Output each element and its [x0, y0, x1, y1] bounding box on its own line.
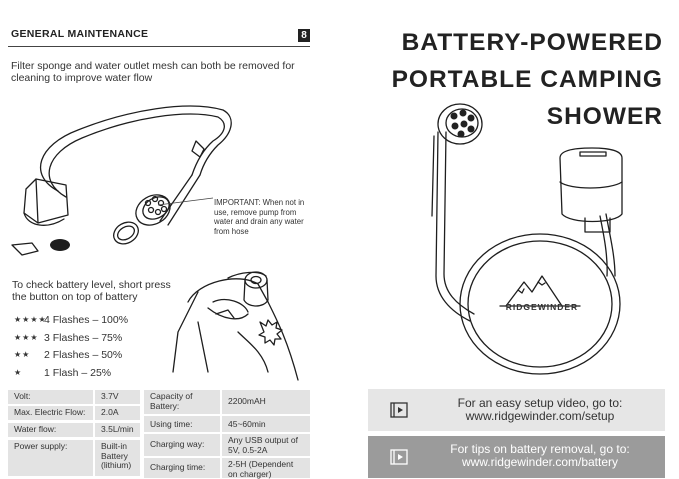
flash-stars: ★★★★	[14, 315, 47, 324]
page-number: 8	[298, 29, 310, 42]
left-page: GENERAL MAINTENANCE 8 Filter sponge and …	[0, 0, 330, 479]
section-title: GENERAL MAINTENANCE	[11, 28, 149, 40]
brand-logo-text: RIDGEWINDER	[505, 302, 579, 312]
battery-text-line1: For tips on battery removal, go to:	[450, 442, 630, 456]
spec-value: 2.0A	[95, 406, 140, 420]
flash-level-1: ★ 1 Flash – 25%	[14, 367, 111, 381]
video-play-icon	[390, 449, 408, 465]
flash-label: 4 Flashes – 100%	[44, 314, 129, 326]
flash-label: 2 Flashes – 50%	[44, 349, 123, 361]
setup-video-box: For an easy setup video, go to: www.ridg…	[368, 389, 665, 431]
spec-label: Capacity of Battery:	[144, 390, 220, 414]
setup-url[interactable]: www.ridgewinder.com/setup	[465, 409, 615, 423]
spec-label: Power supply:	[8, 440, 93, 476]
spec-label: Max. Electric Flow:	[8, 406, 93, 420]
setup-text-line1: For an easy setup video, go to:	[457, 396, 623, 410]
flash-label: 1 Flash – 25%	[44, 367, 112, 379]
battery-button-illustration	[172, 271, 299, 381]
flash-stars: ★★★	[14, 333, 39, 342]
important-note: IMPORTANT: When not in use, remove pump …	[214, 198, 305, 236]
cleaning-instructions: Filter sponge and water outlet mesh can …	[11, 60, 295, 84]
battery-url[interactable]: www.ridgewinder.com/battery	[461, 455, 619, 469]
spec-label: Volt:	[8, 390, 93, 404]
spec-value: 45~60min	[222, 416, 310, 432]
spec-label: Using time:	[144, 416, 220, 432]
spec-label: Charging time:	[144, 458, 220, 478]
specifications-table: Volt: 3.7V Max. Electric Flow: 2.0A Wate…	[8, 390, 313, 479]
flash-level-4: ★★★★4 Flashes – 100%	[14, 314, 128, 328]
section-header: GENERAL MAINTENANCE 8	[8, 26, 310, 47]
shower-product-illustration	[431, 103, 623, 375]
product-title-line3: SHOWER	[546, 103, 663, 130]
video-play-icon	[390, 402, 408, 418]
flash-stars: ★	[14, 368, 23, 377]
spec-value: 2200mAH	[222, 390, 310, 414]
flash-level-2: ★★ 2 Flashes – 50%	[14, 349, 122, 363]
product-title-line2: PORTABLE CAMPING	[391, 66, 663, 93]
battery-tips-box: For tips on battery removal, go to: www.…	[368, 436, 665, 478]
setup-video-text[interactable]: For an easy setup video, go to: www.ridg…	[420, 397, 660, 423]
spec-label: Water flow:	[8, 423, 93, 437]
flash-stars: ★★	[14, 350, 31, 359]
right-page: BATTERY-POWERED PORTABLE CAMPING SHOWER	[330, 0, 679, 479]
spec-value: 3.5L/min	[95, 423, 140, 437]
spec-value: 3.7V	[95, 390, 140, 404]
battery-check-instructions: To check battery level, short press the …	[12, 279, 171, 303]
battery-tips-text[interactable]: For tips on battery removal, go to: www.…	[420, 443, 660, 469]
flash-label: 3 Flashes – 75%	[44, 332, 123, 344]
spec-label: Charging way:	[144, 434, 220, 456]
product-title-line1: BATTERY-POWERED	[401, 29, 663, 56]
spec-value: Any USB output of 5V, 0.5-2A	[222, 434, 310, 456]
spec-value: Built-in Battery (lithium)	[95, 440, 140, 476]
spec-value: 2-5H (Dependent on charger)	[222, 458, 310, 478]
flash-level-3: ★★★ 3 Flashes – 75%	[14, 332, 122, 346]
pump-cleaning-illustration	[11, 105, 232, 256]
